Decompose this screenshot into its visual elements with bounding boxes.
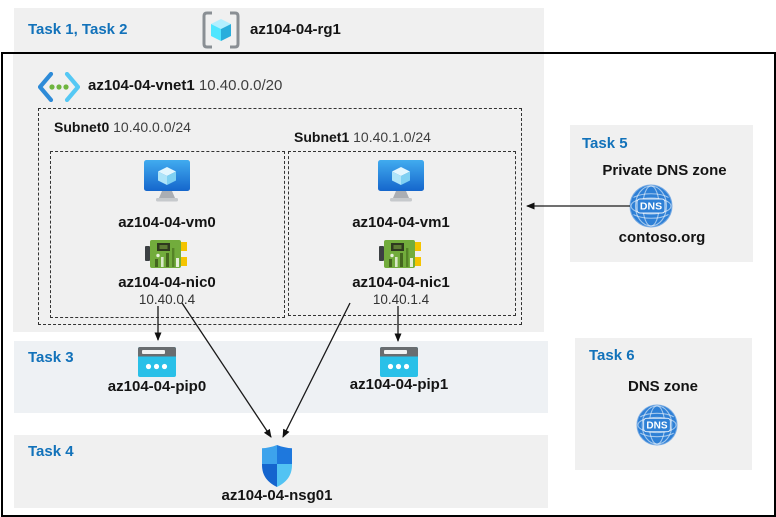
subnet1-box: az104-04-vm1 az104-04-nic1 10.40.1 — [288, 151, 516, 316]
subnet0-cidr: 10.40.0.0/24 — [113, 119, 191, 135]
resource-group-name: az104-04-rg1 — [250, 21, 341, 38]
task1-2-band: Task 1, Task 2 az104-04-rg1 — [14, 8, 544, 53]
task4-label: Task 4 — [28, 443, 74, 460]
subnet1-label: Subnet1 10.40.1.0/24 — [294, 129, 431, 145]
nsg-shield-icon — [262, 445, 292, 487]
subnet0-label: Subnet0 10.40.0.0/24 — [54, 119, 191, 135]
vnet-cidr: 10.40.0.0/20 — [198, 77, 283, 94]
vm1-name: az104-04-vm1 — [352, 214, 450, 231]
dns-zone-icon-text: DNS — [646, 420, 667, 431]
subnet1-name: Subnet1 — [294, 129, 350, 145]
contoso-zone-name: contoso.org — [618, 229, 706, 246]
task6-panel: Task 6 DNS zone DNS — [575, 338, 752, 470]
pip1-name: az104-04-pip1 — [349, 376, 449, 393]
task4-band: Task 4 az104-04-nsg01 — [14, 435, 548, 508]
subnet0-box: az104-04-vm0 az104-04-nic0 10.40.0 — [50, 151, 285, 318]
subnets-dashed-container: Subnet0 10.40.0.0/24 Subnet1 10.40.1.0/2… — [38, 108, 522, 325]
task3-label: Task 3 — [28, 349, 74, 366]
nic0-ip: 10.40.0.4 — [138, 292, 196, 307]
pip0-icon — [138, 347, 176, 377]
nsg-name: az104-04-nsg01 — [221, 487, 333, 504]
vm0-icon — [144, 160, 190, 202]
task6-label: Task 6 — [589, 347, 635, 364]
task3-band: Task 3 az104-04-pip0 az104-04-pip1 — [14, 341, 548, 413]
dns-zone-icon: DNS — [636, 404, 678, 446]
subnet1-cidr: 10.40.1.0/24 — [353, 129, 431, 145]
pip0-name: az104-04-pip0 — [107, 378, 207, 395]
vm1-icon — [378, 160, 424, 202]
vnet-panel: az104-04-vnet1 10.40.0.0/20 Subnet0 10.4… — [13, 53, 544, 332]
private-dns-icon: DNS — [629, 184, 673, 228]
task5-panel: Task 5 Private DNS zone DNS contoso.org — [570, 125, 753, 262]
vnet-title: az104-04-vnet1 10.40.0.0/20 — [88, 77, 282, 94]
subnet0-name: Subnet0 — [54, 119, 110, 135]
private-dns-icon-text: DNS — [640, 201, 662, 213]
virtual-network-icon — [38, 72, 80, 102]
task1-2-label: Task 1, Task 2 — [28, 21, 128, 38]
nic1-icon — [379, 240, 421, 268]
task5-label: Task 5 — [582, 135, 628, 152]
vm0-name: az104-04-vm0 — [118, 214, 216, 231]
nic1-name: az104-04-nic1 — [352, 274, 450, 291]
private-dns-zone-title: Private DNS zone — [602, 162, 727, 179]
dns-zone-title: DNS zone — [627, 378, 698, 395]
nic0-icon — [145, 240, 187, 268]
resource-group-icon — [202, 11, 240, 49]
nic0-name: az104-04-nic0 — [118, 274, 216, 291]
pip1-icon — [380, 347, 418, 377]
nic1-ip: 10.40.1.4 — [372, 292, 430, 307]
vnet-name: az104-04-vnet1 — [88, 77, 195, 94]
